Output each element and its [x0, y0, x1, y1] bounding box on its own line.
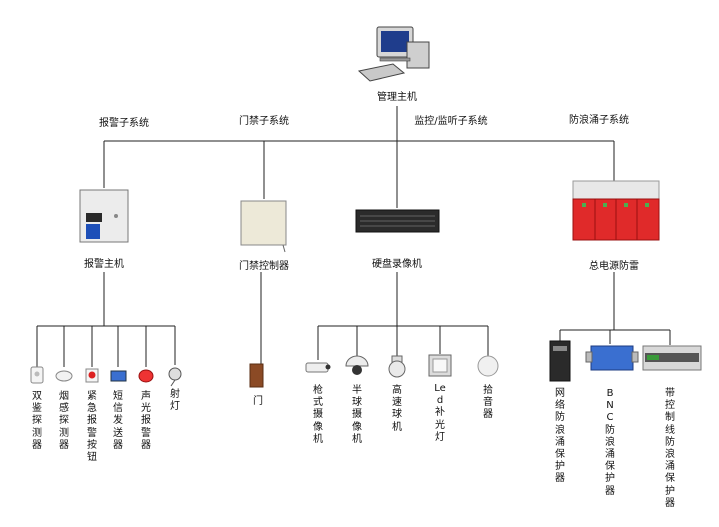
leaf-label: 短信发送器: [113, 391, 123, 451]
surge-protector-icon: [572, 180, 660, 241]
bullet-camera-icon: [305, 362, 331, 373]
device-label-alarm-host: 报警主机: [84, 259, 124, 270]
sms-sender-icon: [110, 370, 127, 382]
dome-camera-icon: [345, 355, 369, 375]
alarm-host-icon: [79, 189, 129, 243]
smoke-detector-icon: [55, 370, 73, 382]
leaf-label: Led补光灯: [434, 383, 446, 443]
leaf-label: 高速球机: [392, 385, 402, 433]
subsystem-label-video: 监控/监听子系统: [414, 116, 488, 127]
bnc-protector-icon: [585, 345, 639, 371]
network-protector-icon: [549, 340, 571, 382]
spotlight-icon: [168, 367, 182, 387]
root-label: 管理主机: [377, 92, 417, 103]
device-label-access-controller: 门禁控制器: [239, 261, 289, 272]
leaf-label: 紧急报警按钮: [87, 391, 97, 464]
dual-detector-icon: [30, 366, 44, 384]
subsystem-label-alarm: 报警子系统: [99, 118, 149, 129]
panic-button-icon: [85, 368, 99, 383]
subsystem-label-surge: 防浪涌子系统: [569, 115, 629, 126]
computer-icon: [357, 26, 430, 82]
control-line-protector-icon: [642, 345, 702, 371]
subsystem-label-access: 门禁子系统: [239, 116, 289, 127]
leaf-label: 烟感探测器: [59, 391, 69, 451]
leaf-label: 射灯: [170, 389, 180, 413]
leaf-label: 门: [253, 396, 263, 407]
dvr-icon: [355, 209, 440, 233]
microphone-icon: [477, 355, 499, 377]
device-label-surge-protector: 总电源防雷: [589, 261, 639, 272]
leaf-label: 枪式摄像机: [313, 385, 323, 445]
strobe-siren-icon: [138, 369, 154, 383]
leaf-label: 半球摄像机: [352, 385, 362, 445]
leaf-label: 网络防浪涌保护器: [555, 388, 565, 485]
leaf-label: 带控制线防浪涌保护器: [665, 388, 675, 509]
speed-dome-icon: [388, 355, 406, 378]
device-label-dvr: 硬盘录像机: [372, 259, 422, 270]
access-controller-icon: [240, 200, 287, 253]
leaf-label: BNC防浪涌保护器: [605, 388, 615, 497]
leaf-label: 声光报警器: [141, 391, 151, 451]
led-light-icon: [428, 354, 452, 377]
leaf-label: 双鉴探测器: [32, 391, 42, 451]
door-icon: [249, 363, 264, 388]
leaf-label: 拾音器: [483, 385, 493, 421]
